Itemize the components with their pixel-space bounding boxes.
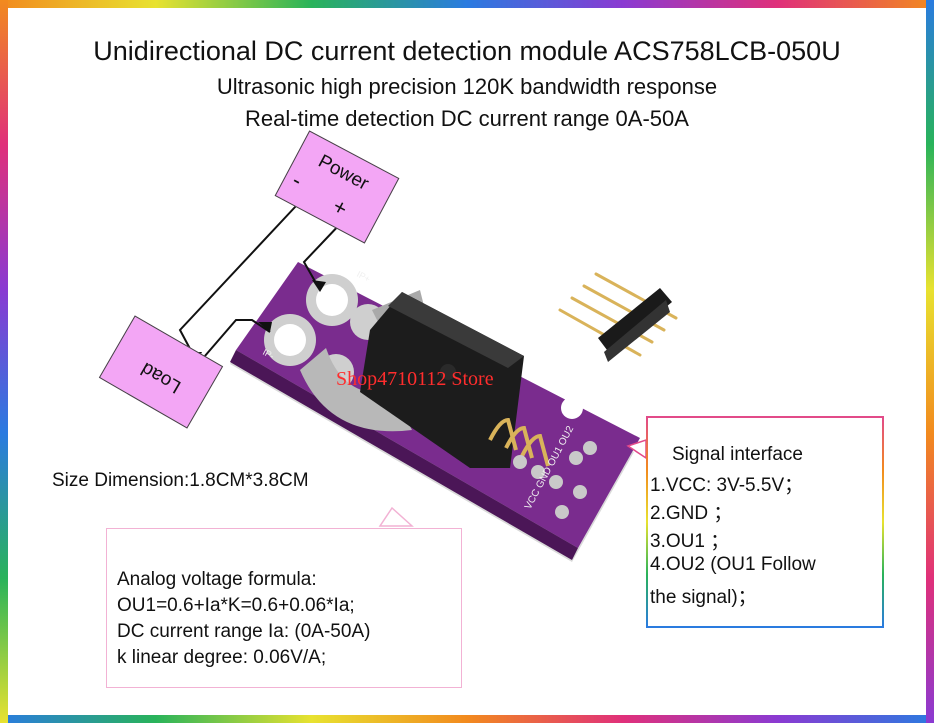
size-dimension: Size Dimension:1.8CM*3.8CM — [52, 470, 309, 491]
frame-bottom — [0, 715, 934, 723]
analog-line: OU1=0.6+Ia*K=0.6+0.06*Ia; — [117, 595, 355, 616]
signal-title: Signal interface — [672, 444, 803, 465]
frame-top — [0, 0, 934, 8]
analog-line: DC current range Ia: (0A-50A) — [117, 621, 371, 642]
analog-line: Analog voltage formula: — [117, 569, 317, 590]
page-title: Unidirectional DC current detection modu… — [93, 36, 841, 66]
subtitle-range: Real-time detection DC current range 0A-… — [245, 106, 689, 131]
store-watermark: Shop4710112 Store — [336, 368, 494, 390]
frame-left — [0, 0, 8, 723]
load-label: Load — [137, 357, 185, 397]
analog-line: k linear degree: 0.06V/A; — [117, 647, 327, 668]
signal-line: 1.VCC: 3V-5.5V； — [650, 475, 804, 496]
subtitle-bandwidth: Ultrasonic high precision 120K bandwidth… — [216, 74, 718, 99]
signal-line: 4.OU2 (OU1 Follow — [650, 554, 816, 575]
frame-right — [926, 0, 934, 723]
signal-line: 2.GND ； — [650, 503, 733, 524]
signal-line: the signal)； — [650, 587, 757, 608]
power-plus: + — [328, 193, 352, 222]
power-minus: - — [288, 167, 307, 193]
signal-interface-box: Signal interface 1.VCC: 3V-5.5V； 2.GND ；… — [646, 416, 884, 628]
signal-line: 3.OU1 ； — [650, 531, 730, 552]
analog-formula-callout: Analog voltage formula: OU1=0.6+Ia*K=0.6… — [106, 528, 462, 688]
